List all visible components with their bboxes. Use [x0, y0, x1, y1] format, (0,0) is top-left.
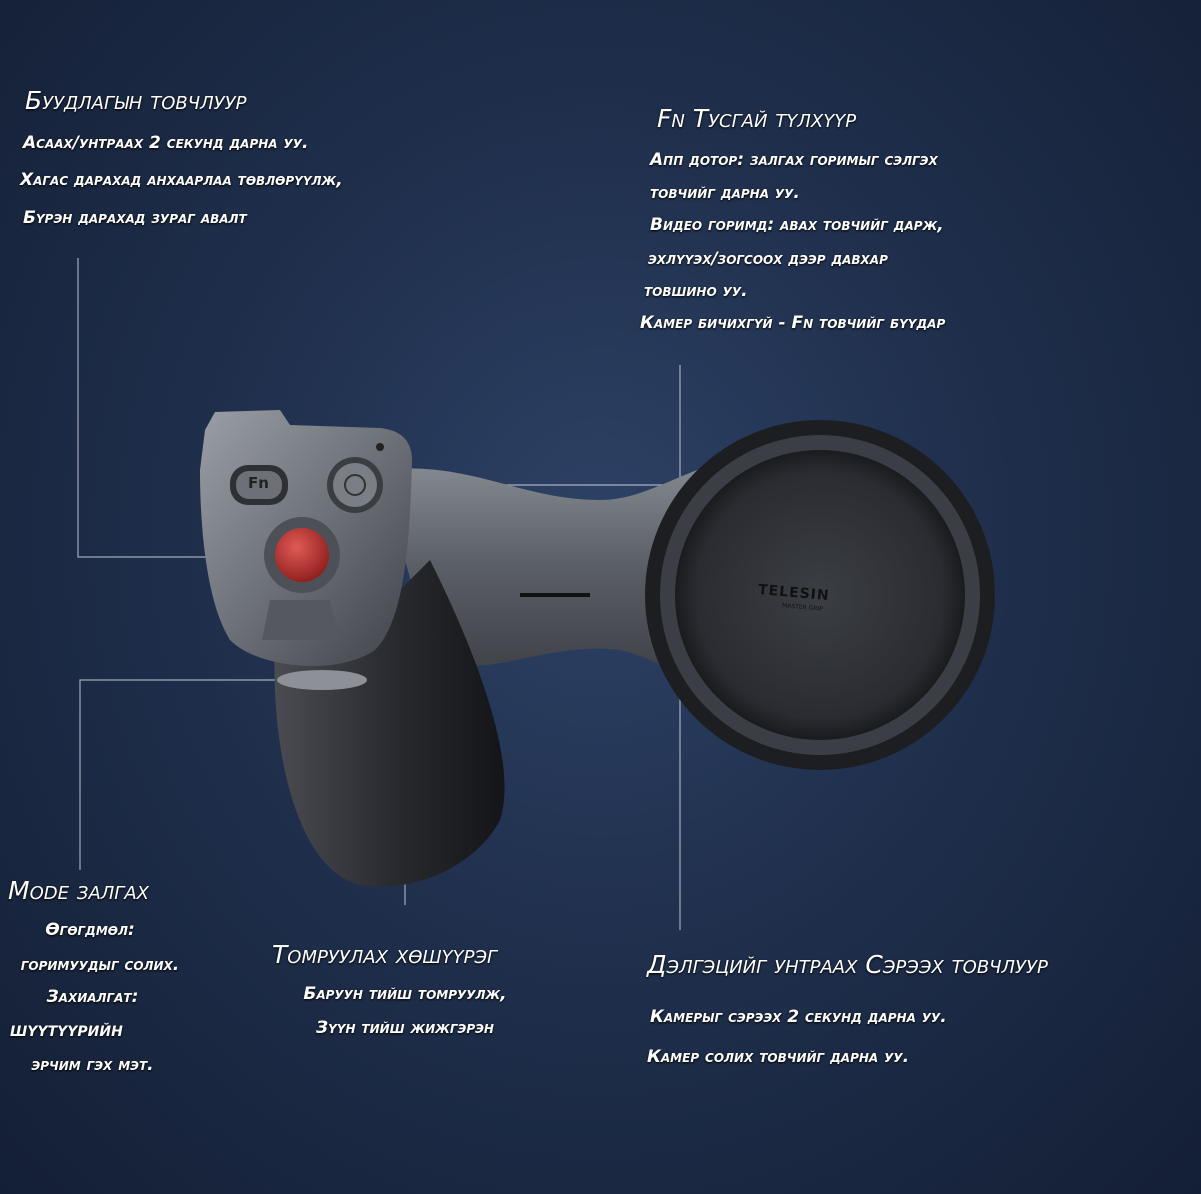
magnetic-disc: [675, 450, 965, 740]
mode-title: Mode залгах: [8, 876, 149, 905]
shutter-line: Хагас дарахад анхаарлаа төвлөрүүлж,: [20, 170, 343, 190]
indicator-light: [376, 443, 384, 451]
fn-line: товчийг дарна уу.: [650, 183, 800, 203]
fn-line: товшино уу.: [644, 281, 748, 301]
fn-line: Апп дотор: залгах горимыг сэлгэх: [650, 150, 938, 170]
zoom-lever: [262, 600, 340, 640]
shutter-title: Буудлагын товчлуур: [25, 86, 247, 115]
device-fn-label: Fn: [248, 474, 269, 492]
zoom-line: Зүүн тийш жижгэрэн: [316, 1018, 494, 1038]
fn-title: Fn Тусгай түлхүүр: [657, 104, 857, 133]
mode-line: горимуудыг солих.: [20, 955, 180, 975]
shutter-line: Бүрэн дарахад зураг авалт: [23, 208, 247, 228]
fn-line: Камер бичихгүй - Fn товчийг бүүдар: [640, 313, 946, 333]
screen-line: Камерыг сэрээх 2 секунд дарна уу.: [650, 1007, 947, 1027]
mode-dial: [277, 670, 367, 690]
mode-line: Захиалгат:: [46, 987, 139, 1007]
mode-line: шүүтүүрийн: [10, 1017, 123, 1041]
zoom-line: Баруун тийш томруулж,: [303, 984, 507, 1004]
fn-line: эхлүүэх/зогсоох дээр давхар: [648, 249, 888, 269]
screen-title: Дэлгэцийг унтраах Сэрээх товчлуур: [647, 950, 1048, 979]
mode-line: Өгөгдмөл:: [45, 920, 135, 940]
shutter-button: [275, 528, 329, 582]
shutter-line: Асаах/унтраах 2 секунд дарна уу.: [23, 133, 309, 153]
screen-line: Камер солих товчийг дарна уу.: [647, 1047, 910, 1067]
mode-line: эрчим гэх мэт.: [31, 1055, 154, 1075]
fn-line: Видео горимд: авах товчийг дарж,: [650, 215, 944, 235]
zoom-title: Томруулах хөшүүрэг: [272, 940, 498, 969]
